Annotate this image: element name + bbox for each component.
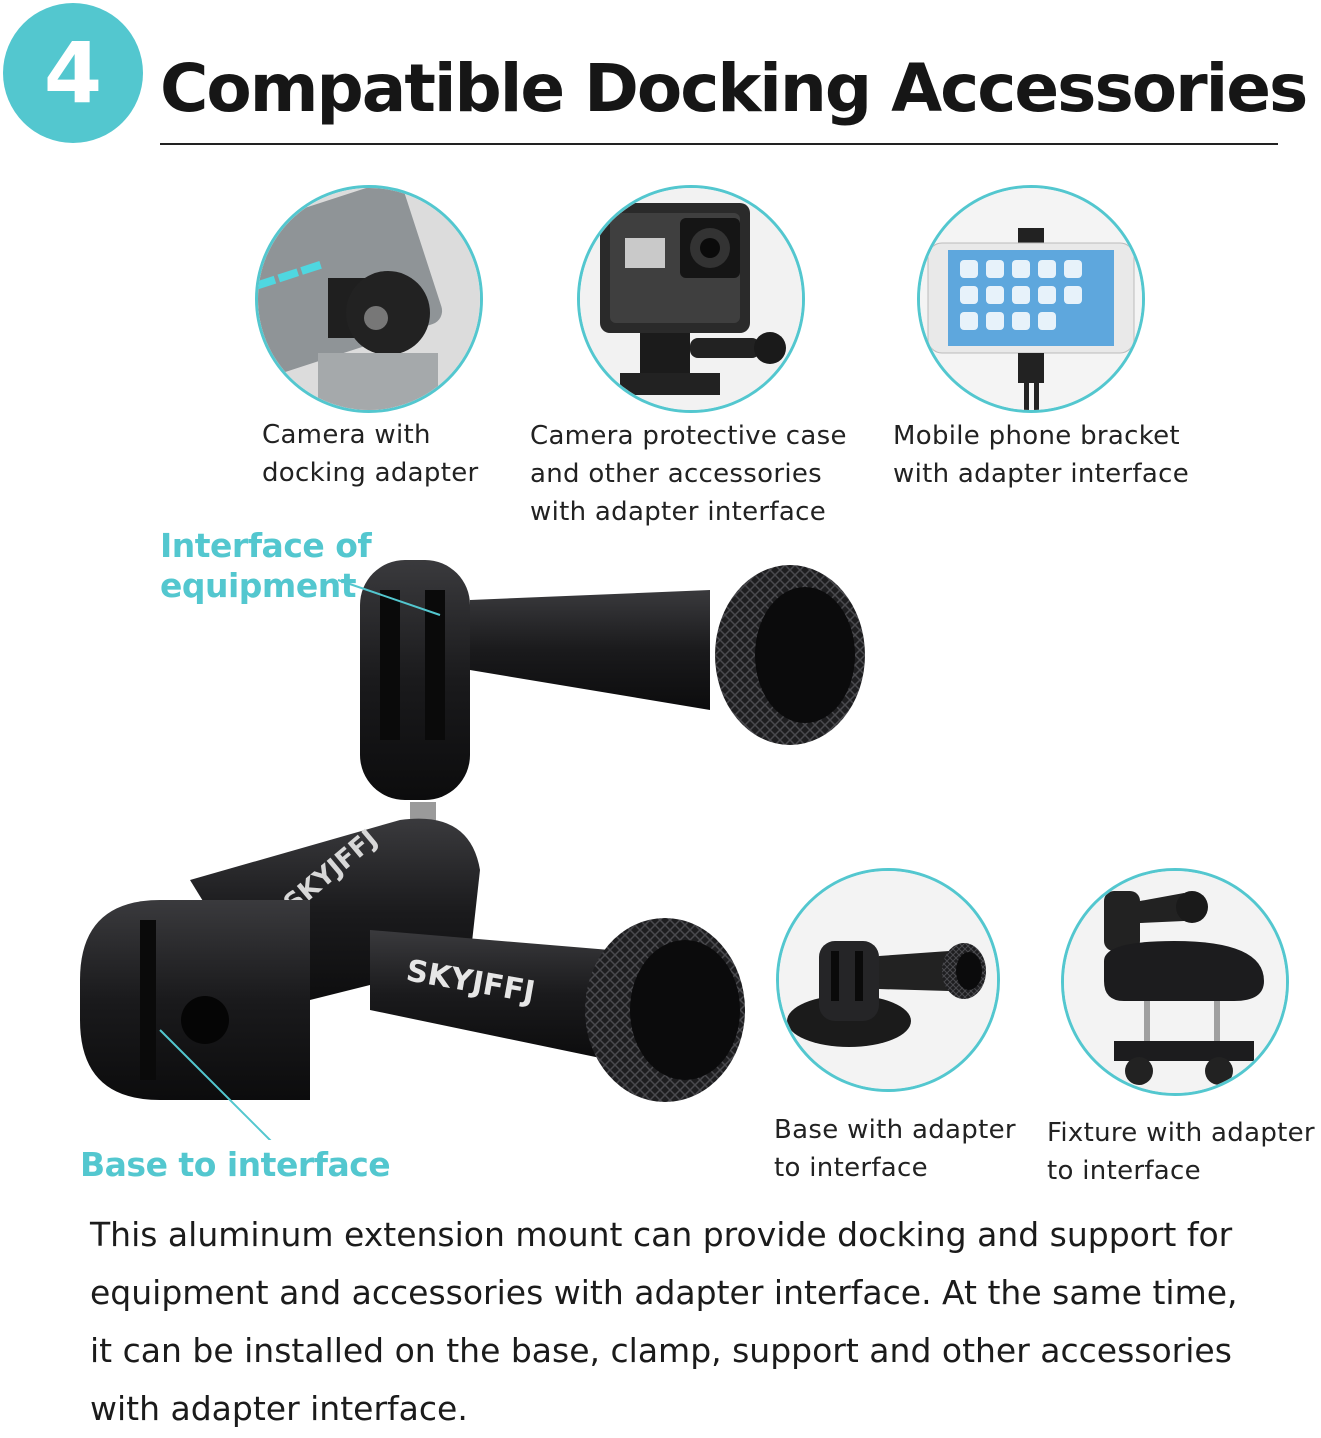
product-description: This aluminum extension mount can provid… xyxy=(90,1215,1238,1428)
caption-clamp-fixture: Fixture with adapter to interface xyxy=(1047,1118,1315,1186)
caption-base-adapter: Base with adapter to interface xyxy=(774,1115,1016,1183)
caption-phone-bracket: Mobile phone bracket with adapter interf… xyxy=(893,421,1190,489)
callout-line-bottom xyxy=(159,1029,272,1140)
page-title: Compatible Docking Accessories xyxy=(160,50,1308,127)
clamp-fixture-photo xyxy=(1061,868,1289,1096)
caption-camera-with-adapter: Camera with docking adapter xyxy=(262,420,479,488)
callout-base-to-interface: Base to interface xyxy=(80,1145,391,1184)
callout-interface-of-equipment: Interface of equipment xyxy=(160,526,372,605)
step-number-badge: 4 xyxy=(3,3,143,143)
base-adapter-photo xyxy=(776,868,1000,1092)
camera-with-adapter-photo xyxy=(255,185,483,413)
title-divider xyxy=(160,143,1278,145)
caption-protective-case: Camera protective case and other accesso… xyxy=(530,421,847,527)
phone-bracket-photo xyxy=(917,185,1145,413)
waterproof-case-photo xyxy=(577,185,805,413)
callout-line-top xyxy=(337,579,441,616)
extension-mount-product-image: SKYJFFJ SKYJFFJ xyxy=(80,560,865,1140)
